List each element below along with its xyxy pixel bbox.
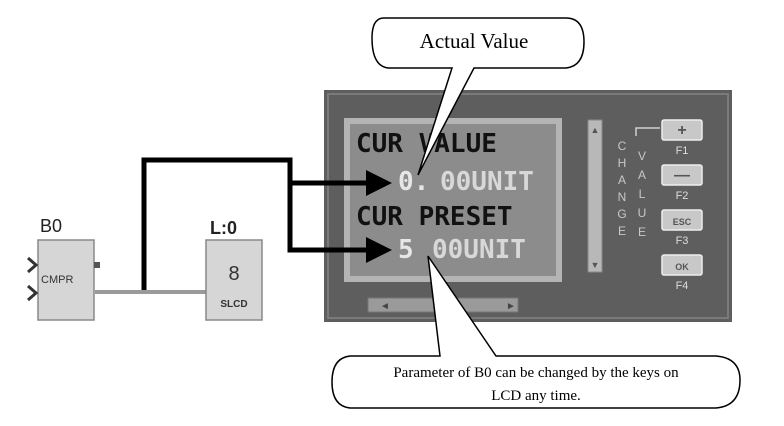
ok-key[interactable] <box>661 254 703 276</box>
actual-value-callout: Actual Value <box>371 17 585 176</box>
scroll-left-arrow-icon[interactable]: ◄ <box>380 301 390 312</box>
slcd-block-number: 8 <box>228 263 239 285</box>
lcd-line-3: CUR PRESET <box>356 202 513 232</box>
lcd-line-4-prefix: 5 <box>398 235 414 265</box>
change-letter: A <box>618 173 626 187</box>
function-key-label: F1 <box>676 145 689 157</box>
output-pin <box>94 262 100 268</box>
label-bracket <box>635 127 660 136</box>
minus-key-symbol[interactable]: — <box>674 167 690 184</box>
slcd-block-id: L:0 <box>210 218 237 238</box>
wiring <box>95 157 392 294</box>
compare-block-label: CMPR <box>41 274 73 286</box>
callout-bubble-bottom <box>331 255 741 409</box>
value-letter: V <box>638 149 646 163</box>
lcd-panel-bevel <box>327 93 729 319</box>
parameter-callout: Parameter of B0 can be changed by the ke… <box>331 255 741 409</box>
scroll-up-arrow-icon[interactable]: ▲ <box>591 125 600 135</box>
callout-bottom-line-2: LCD any time. <box>491 388 581 404</box>
minus-key[interactable] <box>661 164 703 186</box>
callout-bottom-line-1: Parameter of B0 can be changed by the ke… <box>393 365 679 381</box>
value-letter: E <box>638 225 646 239</box>
wire-to-value <box>141 157 366 290</box>
function-key-label: F4 <box>676 280 689 292</box>
arrow-to-value-icon <box>366 170 392 196</box>
lcd-line-2-prefix: 0. <box>398 167 429 197</box>
plus-key[interactable] <box>661 119 703 141</box>
input-b-chevron-icon <box>27 284 39 302</box>
input-a-chevron-icon <box>27 256 39 274</box>
function-key-label: F3 <box>676 235 689 247</box>
change-letter: N <box>618 190 627 204</box>
vertical-scrollbar[interactable] <box>587 119 603 273</box>
change-letter: G <box>617 207 626 221</box>
change-letter: E <box>618 224 626 238</box>
ok-key-symbol[interactable]: OK <box>675 262 689 272</box>
esc-key-symbol[interactable]: ESC <box>673 217 692 227</box>
slcd-block-body <box>205 239 263 321</box>
wire-to-preset <box>287 183 366 253</box>
plus-key-symbol[interactable]: + <box>677 122 686 139</box>
slcd-block-label: SLCD <box>220 299 247 310</box>
value-letter: A <box>638 168 646 182</box>
function-key-label: F2 <box>676 190 689 202</box>
lcd-panel: CUR VALUE 0. 00UNIT CUR PRESET 5 00UNIT … <box>324 90 732 322</box>
lcd-line-2-unit: 00UNIT <box>440 167 534 197</box>
change-letter: H <box>618 156 627 170</box>
esc-key[interactable] <box>661 209 703 231</box>
callout-top-text: Actual Value <box>420 29 529 53</box>
callout-bubble-top <box>371 17 585 176</box>
arrow-to-preset-icon <box>366 237 392 263</box>
slcd-block[interactable]: L:0 8 SLCD <box>205 218 263 321</box>
compare-block[interactable]: B0 CMPR <box>27 216 100 321</box>
lcd-line-4-unit: 00UNIT <box>432 235 526 265</box>
scroll-right-arrow-icon[interactable]: ► <box>506 301 516 312</box>
change-letter: C <box>618 139 627 153</box>
value-letter: L <box>639 187 646 201</box>
scroll-down-arrow-icon[interactable]: ▼ <box>591 260 600 270</box>
compare-block-id: B0 <box>40 216 62 236</box>
compare-block-body <box>37 239 95 321</box>
value-letter: U <box>638 206 647 220</box>
